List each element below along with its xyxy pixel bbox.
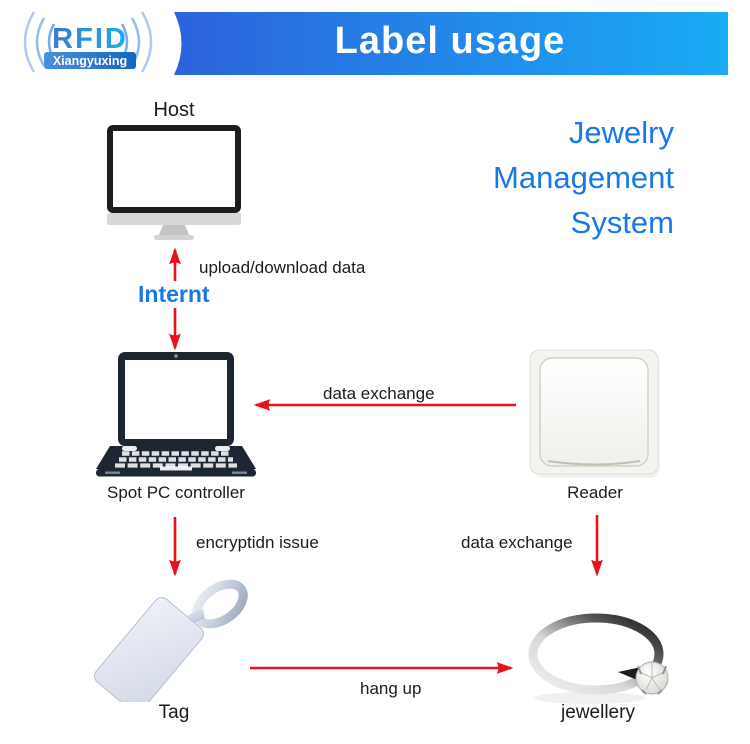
host-monitor-icon [107, 125, 241, 240]
headline-line: Management [493, 160, 674, 195]
tag-label: Tag [158, 702, 190, 723]
ring-icon [528, 613, 669, 704]
brand-logo: RFID Xiangyuxing [6, 6, 170, 78]
reader-label: Reader [567, 483, 623, 502]
internet-label: Internt [136, 281, 212, 308]
headline-line: Jewelry [568, 115, 674, 150]
data-exchange-label-2: data exchange [461, 533, 573, 552]
spot-pc-label: Spot PC controller [107, 483, 245, 502]
hang-up-label: hang up [360, 679, 422, 698]
headline-jewelry-management-system: Jewelry Management System [493, 110, 674, 245]
title-banner: Label usage [172, 12, 728, 75]
banner-ribbon [174, 12, 728, 75]
encryption-issue-label: encryptidn issue [196, 533, 319, 552]
rfid-reader-icon [529, 349, 660, 478]
upload-download-label: upload/download data [199, 258, 366, 277]
jewellery-label: jewellery [561, 702, 635, 723]
laptop-icon [96, 352, 256, 477]
host-label: Host [153, 99, 195, 121]
brand-company: Xiangyuxing [53, 54, 127, 68]
headline-line: System [570, 205, 674, 240]
jewelry-tag-icon [94, 579, 248, 702]
brand-badge [44, 52, 136, 69]
radio-waves-icon: RFID Xiangyuxing [23, 11, 153, 73]
brand-name: RFID [52, 23, 128, 55]
data-exchange-label-1: data exchange [323, 384, 435, 403]
page-title: Label usage [334, 20, 566, 62]
